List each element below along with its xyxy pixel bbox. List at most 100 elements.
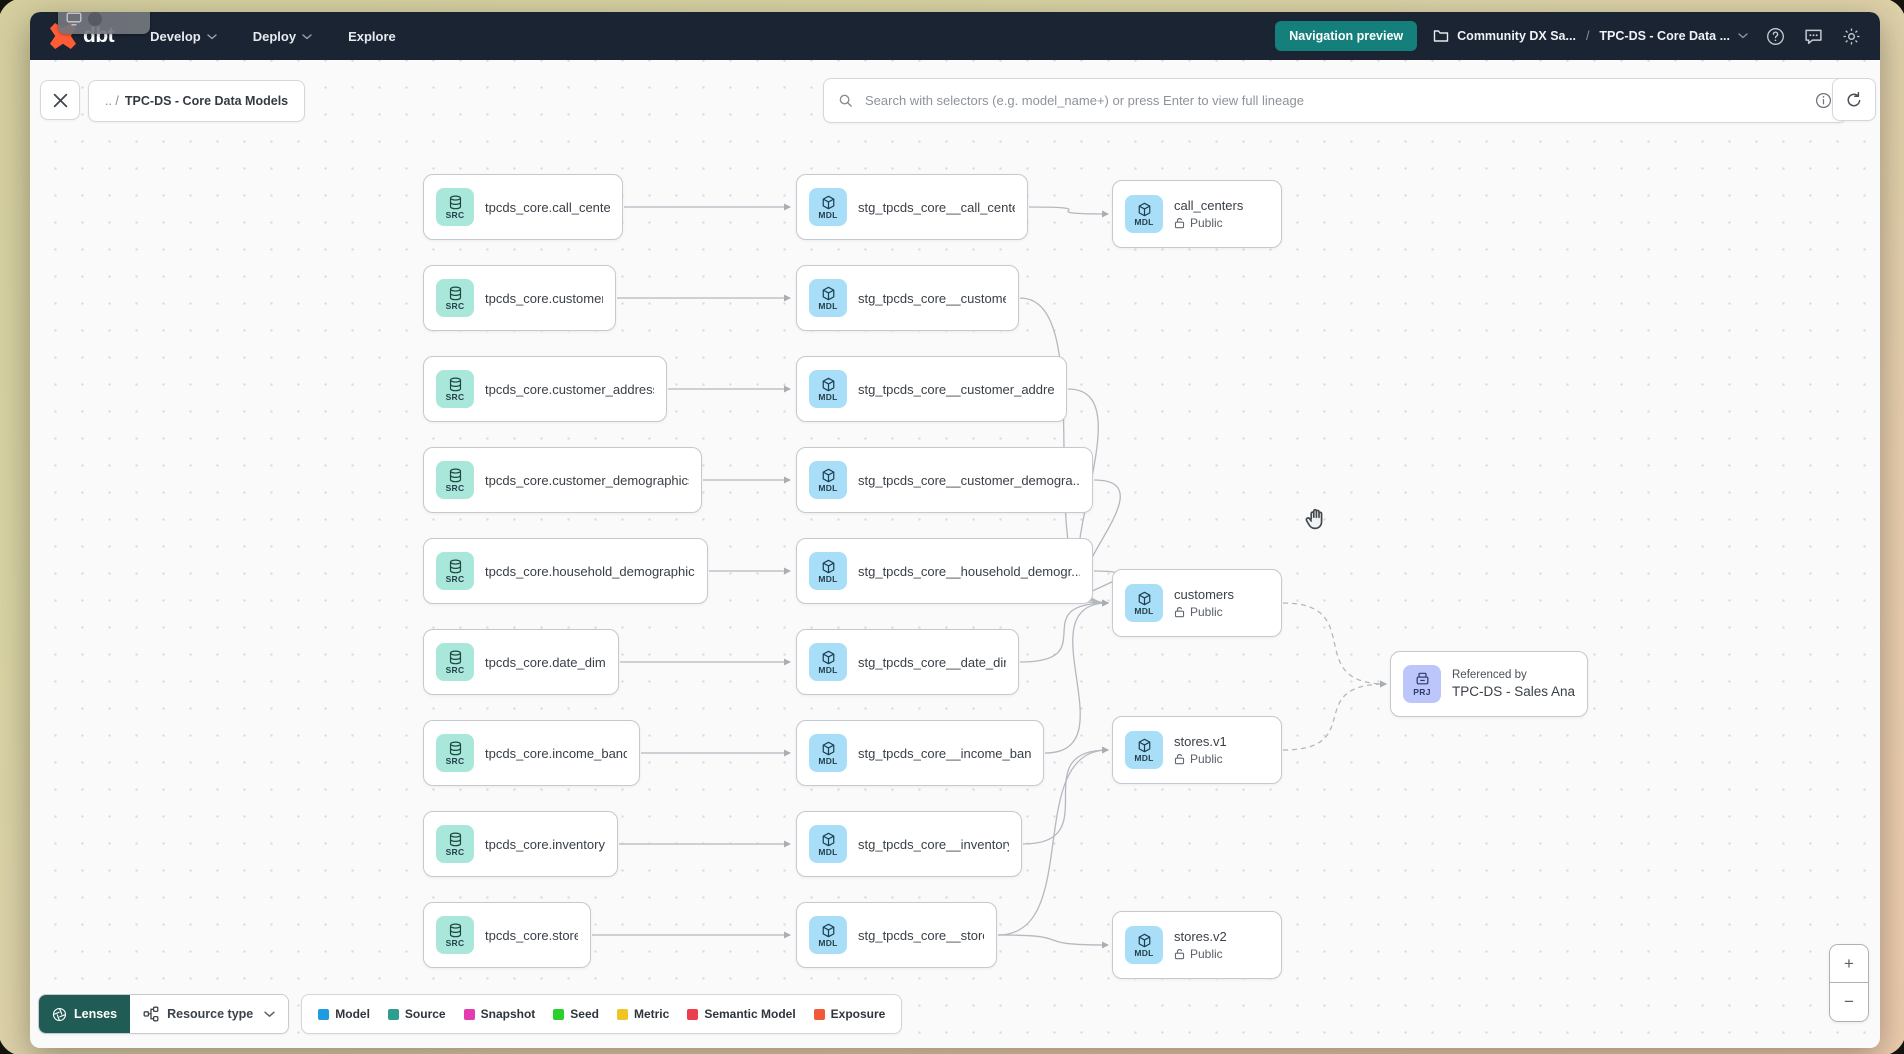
node-label: stores.v2 <box>1174 929 1227 944</box>
search-icon <box>839 94 852 107</box>
nav-menu-develop[interactable]: Develop <box>150 29 217 44</box>
database-icon: SRC <box>436 461 474 499</box>
node-label: tpcds_core.customer_address <box>485 381 654 397</box>
node-label: stg_tpcds_core__store <box>858 927 984 943</box>
legend-swatch <box>616 1008 628 1020</box>
breadcrumb-up-level[interactable]: .. / <box>105 94 119 108</box>
database-icon: SRC <box>436 734 474 772</box>
chevron-down-icon <box>1738 33 1748 39</box>
legend-swatch <box>318 1008 330 1020</box>
info-icon[interactable] <box>1815 92 1832 109</box>
breadcrumb-project[interactable]: TPC-DS - Core Data ... <box>1599 29 1730 43</box>
node-label: call_centers <box>1174 198 1244 213</box>
node-label: tpcds_core.call_center <box>485 199 610 215</box>
visibility-label: Public <box>1190 605 1223 619</box>
close-lineage-button[interactable] <box>40 80 80 120</box>
node-label: stg_tpcds_core__customer_address <box>858 381 1054 397</box>
nav-menu-deploy[interactable]: Deploy <box>253 29 312 44</box>
node-label: tpcds_core.customer_demographics <box>485 472 689 488</box>
model-cube-icon: MDL <box>1125 731 1163 769</box>
zoom-out-button[interactable]: − <box>1830 983 1868 1021</box>
resource-type-label: Resource type <box>167 1007 254 1021</box>
database-icon: SRC <box>436 916 474 954</box>
legend-label: Seed <box>570 1007 599 1021</box>
database-icon: SRC <box>436 643 474 681</box>
legend-item: Exposure <box>813 1007 886 1021</box>
help-icon[interactable] <box>1764 25 1786 47</box>
legend-label: Snapshot <box>480 1007 536 1021</box>
resource-type-dropdown[interactable]: Resource type <box>130 995 289 1033</box>
nav-menu-label: Develop <box>150 28 201 44</box>
legend-label: Model <box>335 1007 370 1021</box>
database-icon: SRC <box>436 552 474 590</box>
lenses-button[interactable]: Lenses <box>39 995 131 1033</box>
legend-item: Source <box>387 1007 446 1021</box>
search-input[interactable] <box>863 92 1805 109</box>
navbar-right: Navigation preview Community DX Sa... / … <box>1275 21 1880 51</box>
feedback-icon[interactable] <box>1802 25 1824 47</box>
resource-type-icon <box>143 1006 159 1022</box>
project-icon: PRJ <box>1403 665 1441 703</box>
settings-icon[interactable] <box>1840 25 1862 47</box>
legend-label: Exposure <box>830 1007 886 1021</box>
zoom-in-button[interactable]: + <box>1830 945 1868 983</box>
lineage-node-s3[interactable]: SRC tpcds_core.customer_address <box>423 356 667 422</box>
visibility-badge: Public <box>1174 605 1234 619</box>
breadcrumb-current: TPC-DS - Core Data Models <box>124 94 289 108</box>
lenses-label: Lenses <box>74 1007 118 1021</box>
nav-menu-explore[interactable]: Explore <box>348 29 396 44</box>
lineage-node-g5[interactable]: MDL stg_tpcds_core__household_demogr... <box>796 538 1093 604</box>
navigation-preview-button[interactable]: Navigation preview <box>1275 21 1418 51</box>
legend-item: Metric <box>616 1007 669 1021</box>
breadcrumb-separator: / <box>1585 29 1590 43</box>
database-icon: SRC <box>436 370 474 408</box>
model-cube-icon: MDL <box>1125 926 1163 964</box>
visibility-label: Public <box>1190 752 1223 766</box>
legend-item: Semantic Model <box>687 1007 796 1021</box>
model-cube-icon: MDL <box>1125 195 1163 233</box>
legend-label: Source <box>404 1007 446 1021</box>
node-label: tpcds_core.customer <box>485 290 603 306</box>
refresh-button[interactable] <box>1832 78 1876 121</box>
node-label: tpcds_core.date_dim <box>485 654 606 670</box>
lineage-search[interactable] <box>823 78 1847 123</box>
project-breadcrumb[interactable]: Community DX Sa... / TPC-DS - Core Data … <box>1433 29 1748 43</box>
node-label: stg_tpcds_core__call_center <box>858 199 1015 215</box>
model-cube-icon: MDL <box>809 279 847 317</box>
lineage-breadcrumb[interactable]: .. / TPC-DS - Core Data Models <box>88 80 306 122</box>
resource-legend: Model Source Snapshot Seed Metric Semantic Mo… <box>301 994 903 1034</box>
lens-group: Lenses Resource type <box>38 994 290 1034</box>
model-cube-icon: MDL <box>809 552 847 590</box>
node-label: stg_tpcds_core__household_demogr... <box>858 563 1080 579</box>
legend-item: Snapshot <box>463 1007 536 1021</box>
zoom-controls: + − <box>1829 944 1869 1022</box>
lineage-node-s6[interactable]: SRC tpcds_core.date_dim <box>423 629 619 695</box>
node-label: customers <box>1174 587 1234 602</box>
breadcrumb-account[interactable]: Community DX Sa... <box>1457 29 1576 43</box>
screen-capture-indicator <box>58 12 150 34</box>
chevron-down-icon <box>264 1011 275 1018</box>
lineage-node-s4[interactable]: SRC tpcds_core.customer_demographics <box>423 447 702 513</box>
monitor-icon <box>66 12 82 26</box>
visibility-label: Public <box>1190 947 1223 961</box>
legend-item: Model <box>318 1007 370 1021</box>
